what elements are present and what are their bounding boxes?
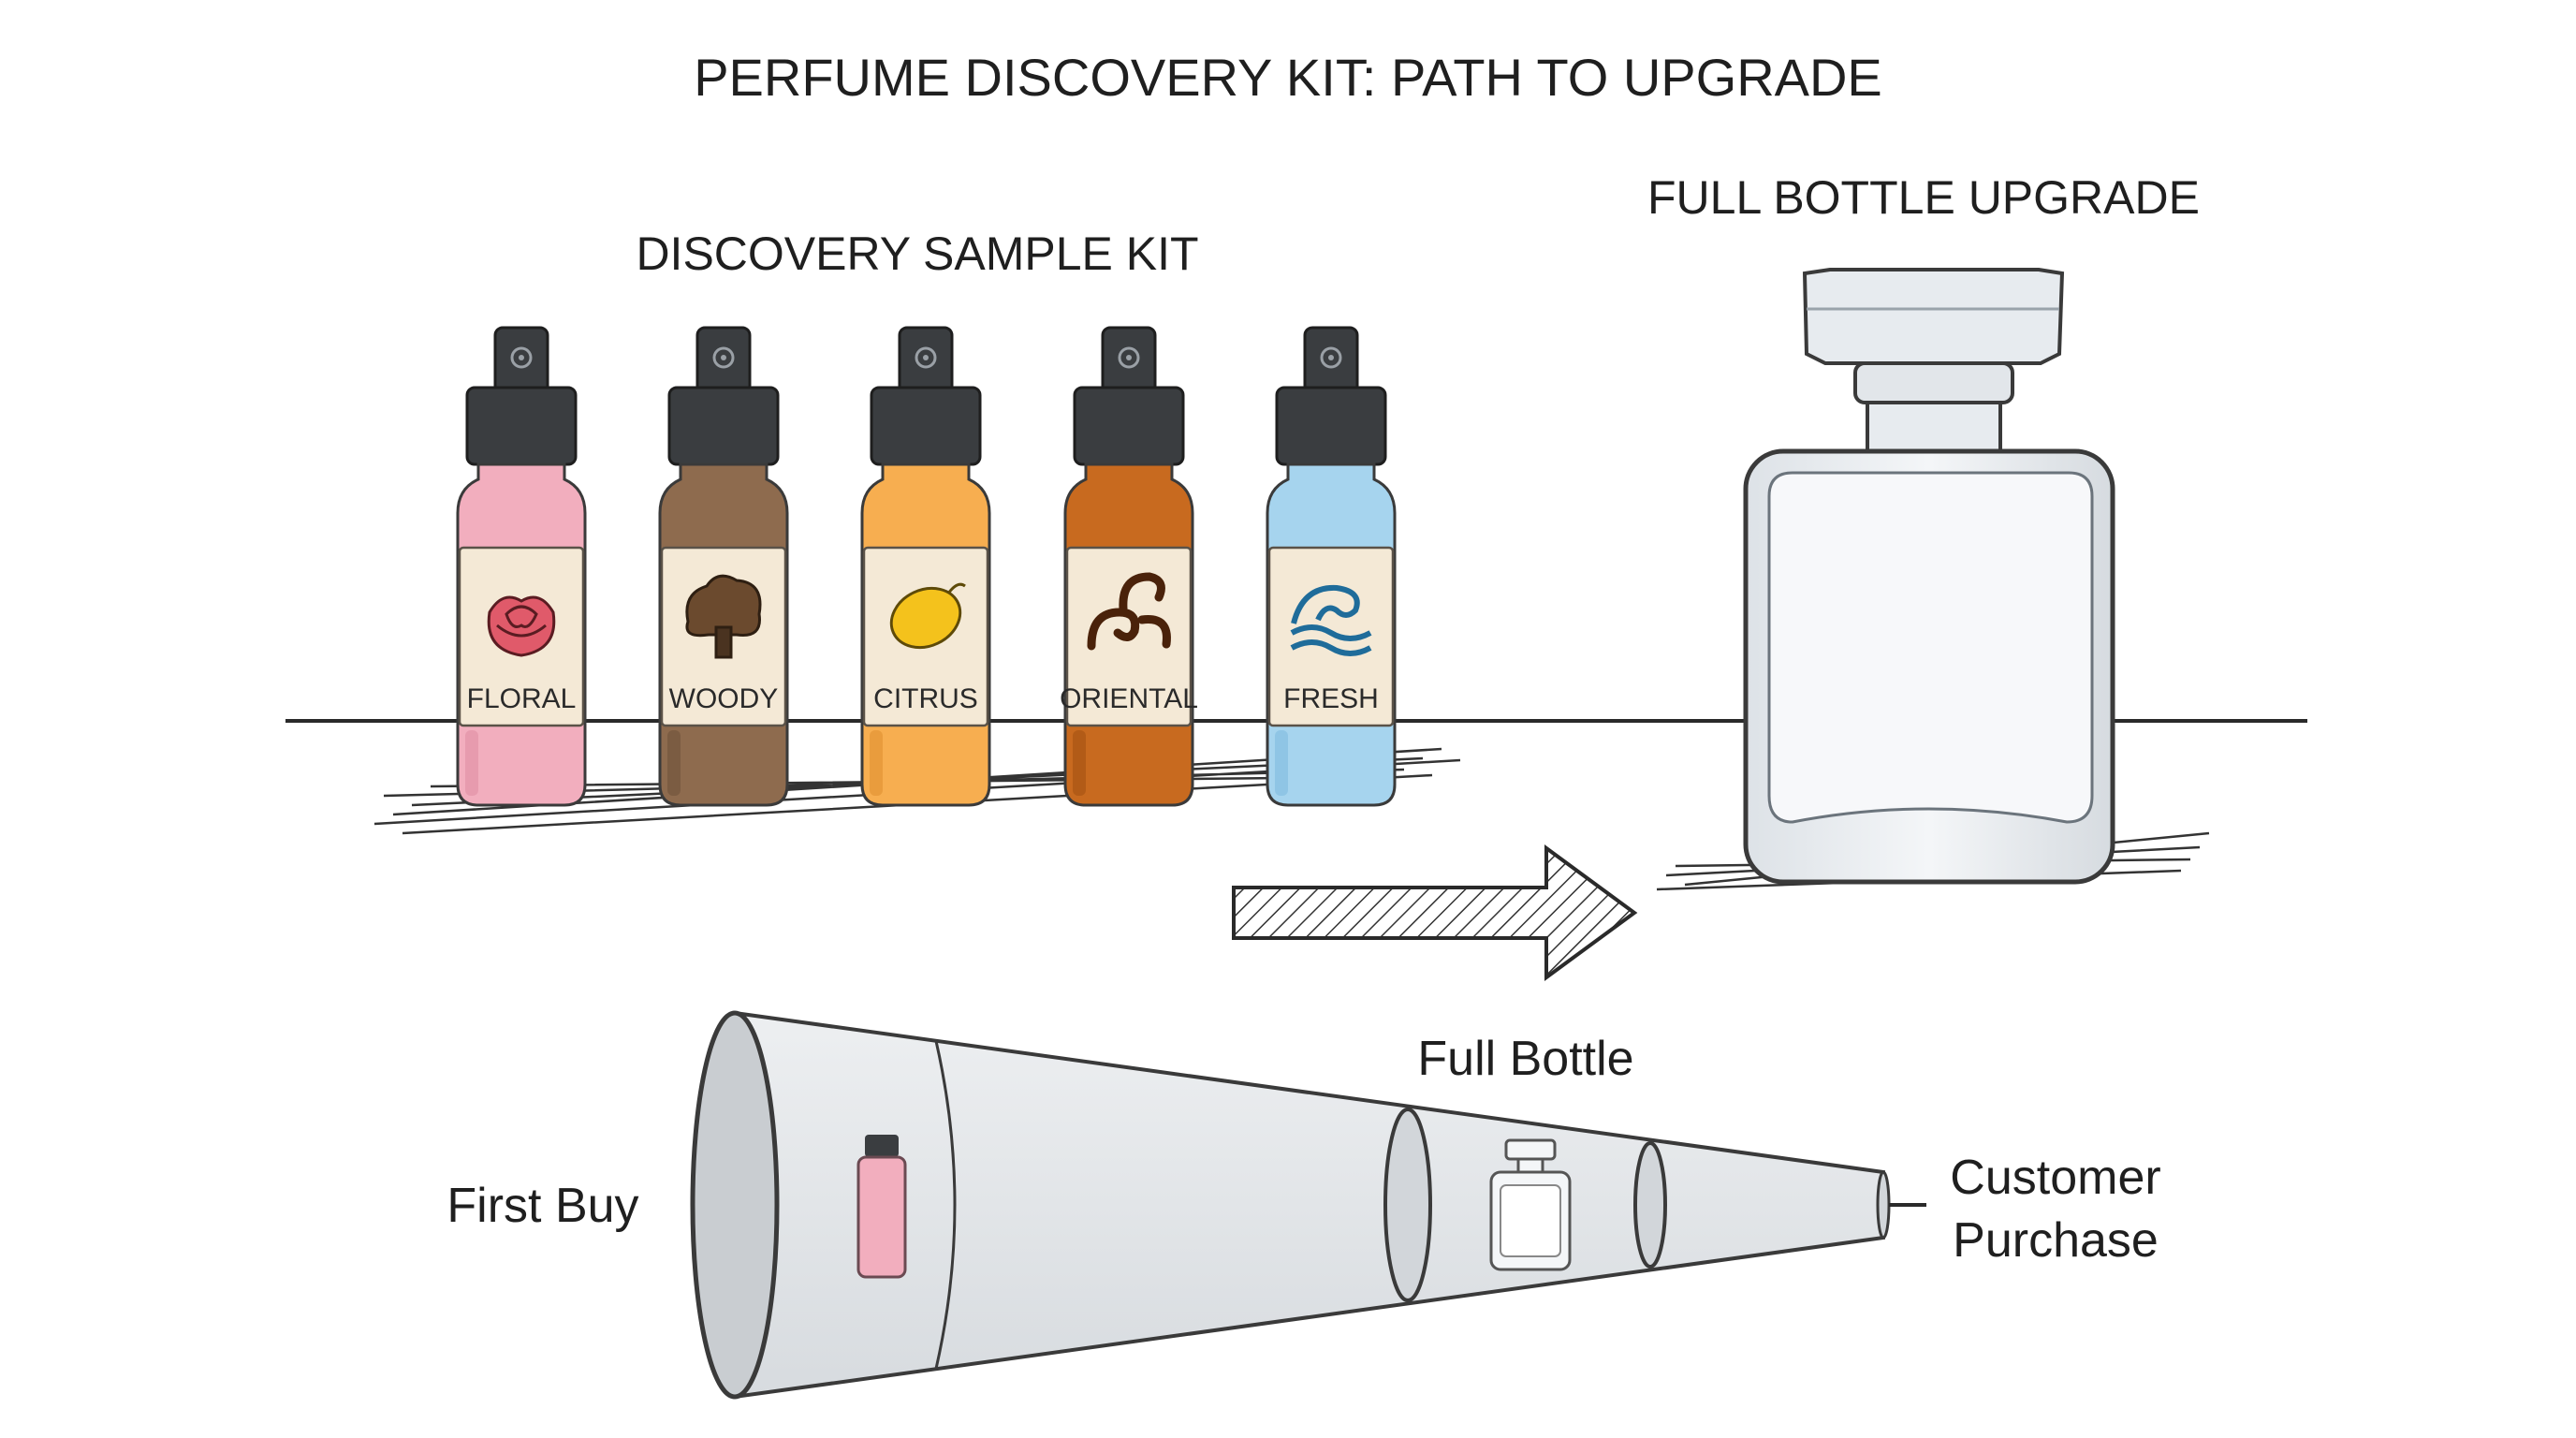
vial-label-fresh: FRESH bbox=[1283, 683, 1379, 714]
mini-vial-icon bbox=[856, 1135, 907, 1279]
kit-heading: DISCOVERY SAMPLE KIT bbox=[636, 227, 1198, 280]
purchase-funnel bbox=[690, 1010, 1926, 1400]
vial-woody: WOODY bbox=[658, 326, 789, 807]
vial-fresh: FRESH bbox=[1266, 326, 1397, 807]
full-bottle bbox=[1743, 268, 2115, 885]
lemon-icon bbox=[889, 582, 966, 650]
vial-label-oriental: ORIENTAL bbox=[1060, 683, 1198, 714]
swirl-icon bbox=[1087, 572, 1171, 651]
sample-vials: FLORAL WOODY CITRUS ORIENTAL FRESH bbox=[456, 326, 1397, 807]
customer-purchase-label-line1: Customer bbox=[1950, 1151, 2160, 1205]
upgrade-heading: FULL BOTTLE UPGRADE bbox=[1647, 171, 2200, 224]
customer-purchase-label-line2: Purchase bbox=[1953, 1213, 2159, 1268]
vial-label-citrus: CITRUS bbox=[873, 683, 978, 714]
vial-label-floral: FLORAL bbox=[467, 683, 577, 714]
vial-oriental: ORIENTAL bbox=[1060, 326, 1198, 807]
full-bottle-label: Full Bottle bbox=[1417, 1032, 1633, 1086]
vial-citrus: CITRUS bbox=[860, 326, 991, 807]
vial-floral: FLORAL bbox=[456, 326, 587, 807]
tree-icon bbox=[685, 574, 762, 659]
first-buy-label: First Buy bbox=[446, 1179, 638, 1233]
rose-icon bbox=[487, 595, 556, 657]
mini-bottle-icon bbox=[1489, 1138, 1572, 1271]
upgrade-arrow bbox=[1232, 844, 1638, 981]
vial-label-woody: WOODY bbox=[669, 683, 779, 714]
diagram-title: PERFUME DISCOVERY KIT: PATH TO UPGRADE bbox=[694, 48, 1882, 107]
wave-icon bbox=[1290, 584, 1372, 656]
